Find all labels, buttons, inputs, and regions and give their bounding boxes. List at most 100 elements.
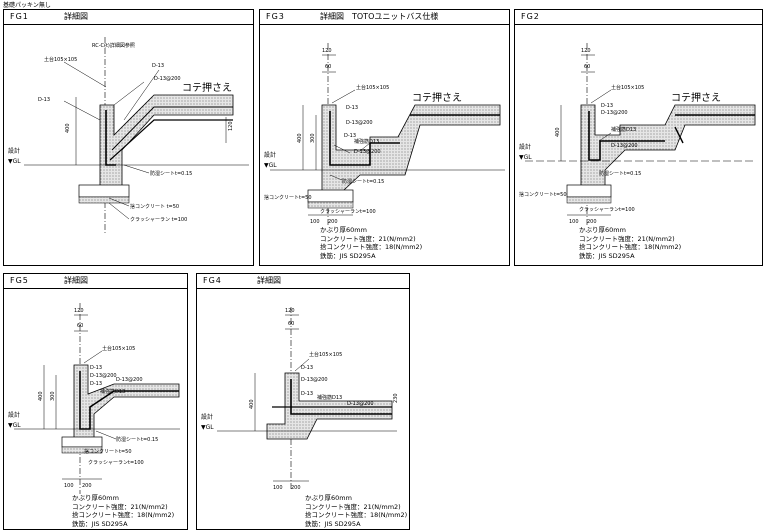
label-dim-120: 120	[228, 121, 234, 131]
label-gl: ▼GL	[8, 158, 21, 165]
label-moisture: 防湿シートt=0.15	[342, 178, 384, 185]
label-kote: コテ押さえ	[671, 91, 721, 104]
spec-notes: かぶり厚60mm コンクリート強度：21(N/mm2) 捨コンクリート強度：18…	[72, 494, 174, 528]
label-gravel: クラッシャーラン t=100	[130, 217, 187, 223]
label-gl: ▼GL	[8, 422, 21, 429]
label-sill: 土台105×105	[102, 345, 135, 352]
label-dim-100: 100	[273, 485, 283, 491]
fg1-section-drawing: RC-C(t)詳細図参照 土台105×105 D-13 D-13 D-13@20…	[8, 37, 249, 235]
label-dim-400: 400	[555, 127, 561, 137]
label-dim-60: 60	[584, 64, 590, 70]
label-dim-120: 120	[74, 308, 84, 314]
label-kote: コテ押さえ	[412, 91, 462, 104]
label-dim-230: 230	[393, 393, 399, 403]
panel-fg3: FG3 詳細図 TOTOユニットバス仕様 120 60 土台105×105 D-…	[259, 9, 510, 266]
spec-note: かぶり厚60mm	[320, 226, 367, 234]
label-d13-c: D-13	[90, 381, 102, 387]
label-sill: 土台105×105	[44, 56, 77, 63]
spec-note: コンクリート強度：21(N/mm2)	[305, 502, 401, 511]
label-leveling: 捨コンクリートt=50	[84, 448, 132, 455]
spec-notes: かぶり厚60mm コンクリート強度：21(N/mm2) 捨コンクリート強度：18…	[579, 226, 681, 260]
spec-note: 鉄筋：JIS SD295A	[305, 519, 361, 528]
label-d13-b: D-13@200	[301, 377, 328, 383]
spec-note: コンクリート強度：21(N/mm2)	[72, 502, 168, 511]
spec-note: 鉄筋：JIS SD295A	[320, 251, 376, 260]
spec-note: 捨コンクリート強度：18(N/mm2)	[305, 511, 408, 519]
label-sill: 土台105×105	[356, 84, 389, 91]
label-leveling: 捨コンクリート t=50	[130, 203, 179, 210]
panel-id: FG1	[10, 12, 29, 21]
panel-fg2: FG2 120 60 土台105×105 D-13 D-13@200 補強筋D1…	[514, 9, 763, 266]
spec-note: 捨コンクリート強度：18(N/mm2)	[320, 243, 423, 251]
spec-note: かぶり厚60mm	[305, 494, 352, 502]
label-d13-a: D-13	[301, 365, 313, 371]
panel-id: FG5	[10, 276, 29, 285]
label-d13-a: D-13	[90, 365, 102, 371]
label-top-note: RC-C(t)詳細図参照	[92, 42, 135, 49]
label-gl: ▼GL	[264, 162, 277, 169]
panel-header: FG2	[515, 10, 762, 25]
spec-note: かぶり厚60mm	[72, 494, 119, 502]
panel-fg1: FG1 詳細図 RC-C(t)詳細図参照 土台105×105 D-13 D-13…	[3, 9, 254, 266]
label-d13-d: D-13@200	[354, 149, 381, 155]
label-dim-120: 120	[285, 308, 295, 314]
panel-title: 詳細図	[257, 276, 281, 285]
label-dim-200: 200	[291, 485, 301, 491]
label-rebar: 補強筋D13	[611, 126, 636, 133]
label-gravel: クラッシャーランt=100	[88, 460, 144, 466]
spec-note: 鉄筋：JIS SD295A	[579, 251, 635, 260]
fg4-section-drawing: 120 60 土台105×105 D-13 D-13@200 D-13 補強筋D…	[201, 307, 399, 491]
label-gravel: クラッシャーランt=100	[579, 207, 635, 213]
label-dim-400: 400	[65, 123, 71, 133]
label-dim-400: 400	[249, 399, 255, 409]
panel-header: FG1 詳細図	[4, 10, 253, 25]
panel-header: FG3 詳細図 TOTOユニットバス仕様	[260, 10, 509, 25]
spec-note: コンクリート強度：21(N/mm2)	[320, 234, 416, 243]
panel-title: 詳細図 TOTOユニットバス仕様	[320, 12, 439, 21]
label-dim-60: 60	[288, 321, 294, 327]
label-d13-d: D-13@200	[347, 401, 374, 407]
label-d13-c: D-13	[344, 133, 356, 139]
spec-note: 捨コンクリート強度：18(N/mm2)	[72, 511, 175, 519]
label-rebar: 補強筋D13	[100, 388, 125, 395]
label-d13-a: D-13	[601, 103, 613, 109]
panel-fg4: FG4 詳細図 120 60 土台105×105 D-13 D-13@200 D…	[196, 273, 410, 530]
label-dim-200: 200	[587, 219, 597, 225]
label-dim-200: 200	[82, 483, 92, 489]
label-dim-400: 400	[297, 133, 303, 143]
label-d13-c: D-13	[301, 391, 313, 397]
label-dim-300: 300	[310, 133, 316, 143]
spec-note: 鉄筋：JIS SD295A	[72, 519, 128, 528]
label-gl: ▼GL	[201, 424, 214, 431]
label-d13-c: D-13@200	[154, 76, 181, 82]
fg3-section-drawing: 120 60 土台105×105 D-13 D-13@200 D-13 補強筋D…	[264, 43, 505, 225]
label-gl: ▼GL	[519, 154, 532, 161]
label-leveling: 捨コンクリートt=50	[519, 191, 567, 198]
label-moisture: 防湿シートt=0.15	[150, 170, 192, 177]
label-dim-200: 200	[328, 219, 338, 225]
panel-title: 詳細図	[64, 276, 88, 285]
label-sekkei: 設計	[8, 147, 20, 155]
label-gravel: クラッシャーランt=100	[320, 209, 376, 215]
label-d13-b: D-13	[38, 97, 50, 103]
spec-note: かぶり厚60mm	[579, 226, 626, 234]
spec-notes: かぶり厚60mm コンクリート強度：21(N/mm2) 捨コンクリート強度：18…	[320, 226, 422, 260]
label-dim-100: 100	[569, 219, 579, 225]
spec-note: コンクリート強度：21(N/mm2)	[579, 234, 675, 243]
label-dim-100: 100	[310, 219, 320, 225]
label-moisture: 防湿シートt=0.15	[599, 170, 641, 177]
label-d13-b: D-13@200	[601, 110, 628, 116]
label-dim-300: 300	[50, 391, 56, 401]
panel-header: FG4 詳細図	[197, 274, 409, 289]
label-d13-a: D-13	[346, 105, 358, 111]
label-sekkei: 設計	[8, 411, 20, 419]
label-moisture: 防湿シートt=0.15	[116, 436, 158, 443]
panel-id: FG4	[203, 276, 222, 285]
label-sill: 土台105×105	[611, 84, 644, 91]
label-dim-120: 120	[581, 48, 591, 54]
label-sekkei: 設計	[201, 413, 213, 421]
label-kote: コテ押さえ	[182, 81, 232, 94]
spec-notes: かぶり厚60mm コンクリート強度：21(N/mm2) 捨コンクリート強度：18…	[305, 494, 407, 528]
panel-header: FG5 詳細図	[4, 274, 187, 289]
fg2-section-drawing: 120 60 土台105×105 D-13 D-13@200 補強筋D13 D-…	[519, 43, 756, 225]
